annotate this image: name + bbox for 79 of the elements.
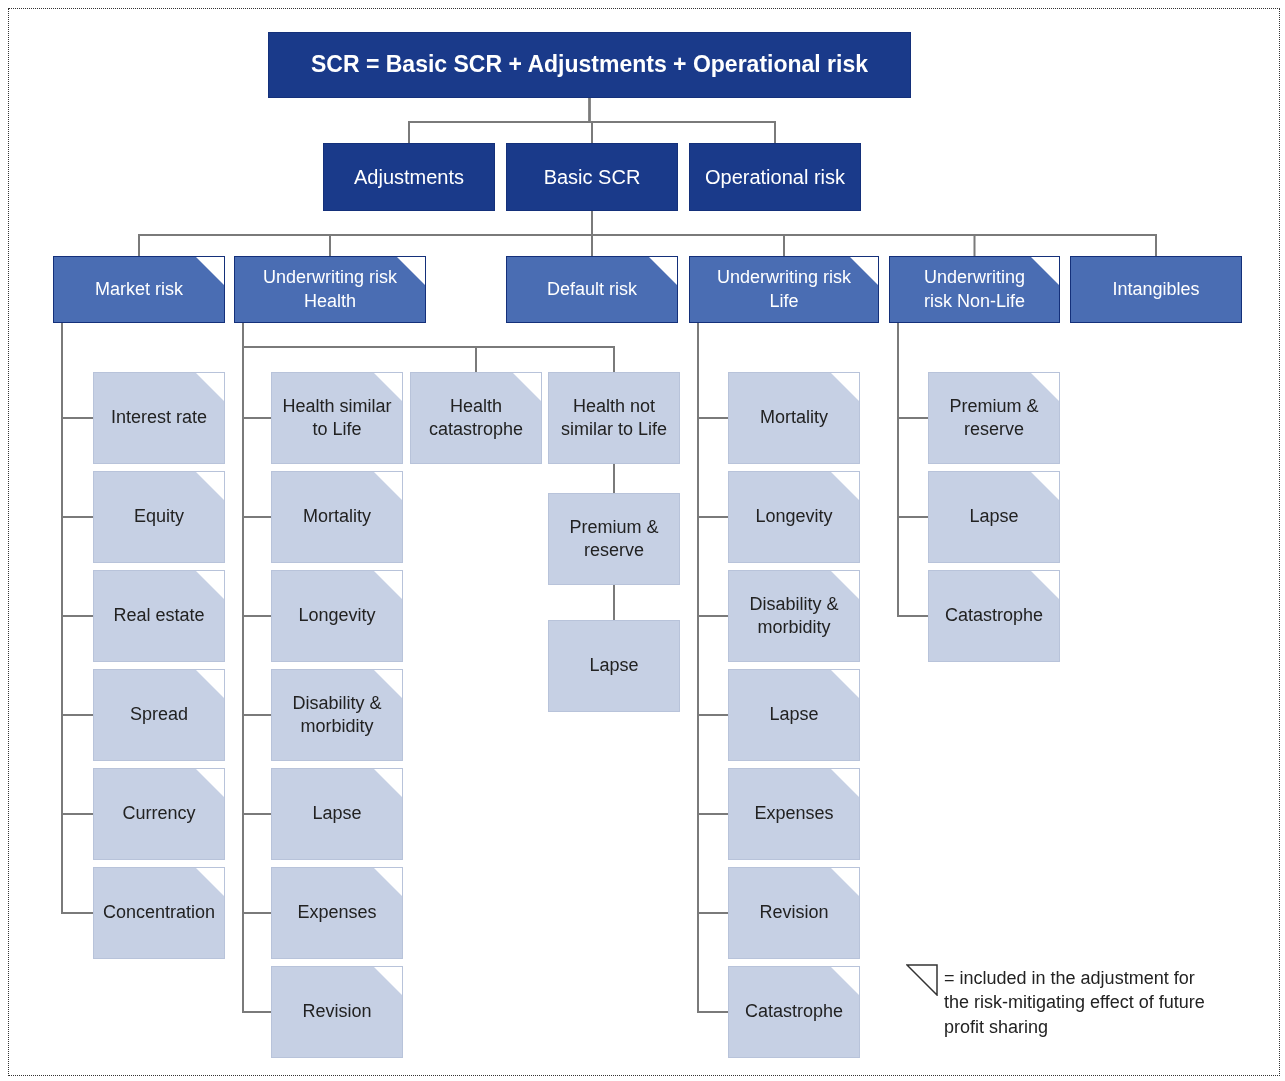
box-label: Lapse [969, 505, 1019, 529]
box-label: Premium & reserve [568, 515, 660, 562]
box-label: SCR = Basic SCR + Adjustments + Operational risk [310, 50, 869, 80]
sub-module-box [728, 768, 860, 860]
sub-module-box [271, 966, 403, 1058]
connector-line [613, 463, 615, 494]
sub-module-box [728, 471, 860, 563]
connector-line [613, 584, 615, 621]
module-box [506, 256, 678, 323]
sub-module-box [928, 471, 1060, 563]
box-label: Premium & reserve [948, 394, 1040, 441]
box-label: Mortality [303, 505, 371, 529]
module-box [268, 32, 911, 98]
box-label: Disability & morbidity [748, 592, 840, 639]
box-label: Adjustments [353, 165, 465, 190]
sub-module-box [93, 669, 225, 761]
connector-line [897, 322, 929, 617]
sub-module-box [93, 570, 225, 662]
module-box [689, 143, 861, 211]
module-box [1070, 256, 1242, 323]
sub-module-box [548, 372, 680, 464]
sub-module-box [728, 867, 860, 959]
box-label: Underwriting risk Life [715, 266, 852, 313]
connector-line [588, 97, 776, 144]
legend-text: = included in the adjustment for the risk-mitigating effect of future profit sharing [944, 967, 1206, 1039]
sub-module-box [928, 372, 1060, 464]
box-label: Concentration [102, 901, 216, 925]
sub-module-box [728, 966, 860, 1058]
sub-module-box [928, 570, 1060, 662]
box-label: Interest rate [110, 406, 207, 430]
box-label: Market risk [95, 277, 183, 301]
sub-module-box [93, 471, 225, 563]
sub-module-box [728, 669, 860, 761]
sub-module-box [548, 493, 680, 585]
box-label: Disability & morbidity [291, 691, 383, 738]
sub-module-box [548, 620, 680, 712]
box-label: Longevity [298, 604, 376, 628]
sub-module-box [728, 570, 860, 662]
box-label: Basic SCR [543, 165, 641, 190]
sub-module-box [93, 768, 225, 860]
box-label: Intangibles [1112, 277, 1200, 301]
sub-module-box [271, 768, 403, 860]
box-label: Revision [302, 1000, 372, 1024]
box-label: Health catastrophe [427, 394, 525, 441]
box-label: Mortality [760, 406, 828, 430]
box-label: Lapse [312, 802, 362, 826]
box-label: Operational risk [704, 165, 846, 190]
box-label: Revision [759, 901, 829, 925]
sub-module-box [410, 372, 542, 464]
module-box [53, 256, 225, 323]
box-label: Lapse [589, 654, 639, 678]
sub-module-box [271, 471, 403, 563]
module-box [689, 256, 879, 323]
module-box [323, 143, 495, 211]
module-box [889, 256, 1060, 323]
box-label: Catastrophe [744, 1000, 844, 1024]
box-label: Expenses [297, 901, 377, 925]
box-label: Health not similar to Life [560, 394, 668, 441]
box-label: Health similar to Life [281, 394, 393, 441]
box-label: Real estate [113, 604, 205, 628]
sub-module-box [271, 570, 403, 662]
box-label: Catastrophe [944, 604, 1044, 628]
box-label: Lapse [769, 703, 819, 727]
sub-module-box [93, 867, 225, 959]
box-label: Default risk [547, 277, 637, 301]
module-box [506, 143, 678, 211]
sub-module-box [728, 372, 860, 464]
box-label: Underwriting risk Non-Life [922, 266, 1026, 313]
sub-module-box [271, 867, 403, 959]
box-label: Equity [134, 505, 184, 529]
box-label: Underwriting risk Health [261, 266, 398, 313]
sub-module-box [93, 372, 225, 464]
sub-module-box [271, 669, 403, 761]
box-label: Longevity [755, 505, 833, 529]
box-label: Spread [129, 703, 188, 727]
box-label: Expenses [754, 802, 834, 826]
module-box [234, 256, 426, 323]
box-label: Currency [122, 802, 196, 826]
sub-module-box [271, 372, 403, 464]
